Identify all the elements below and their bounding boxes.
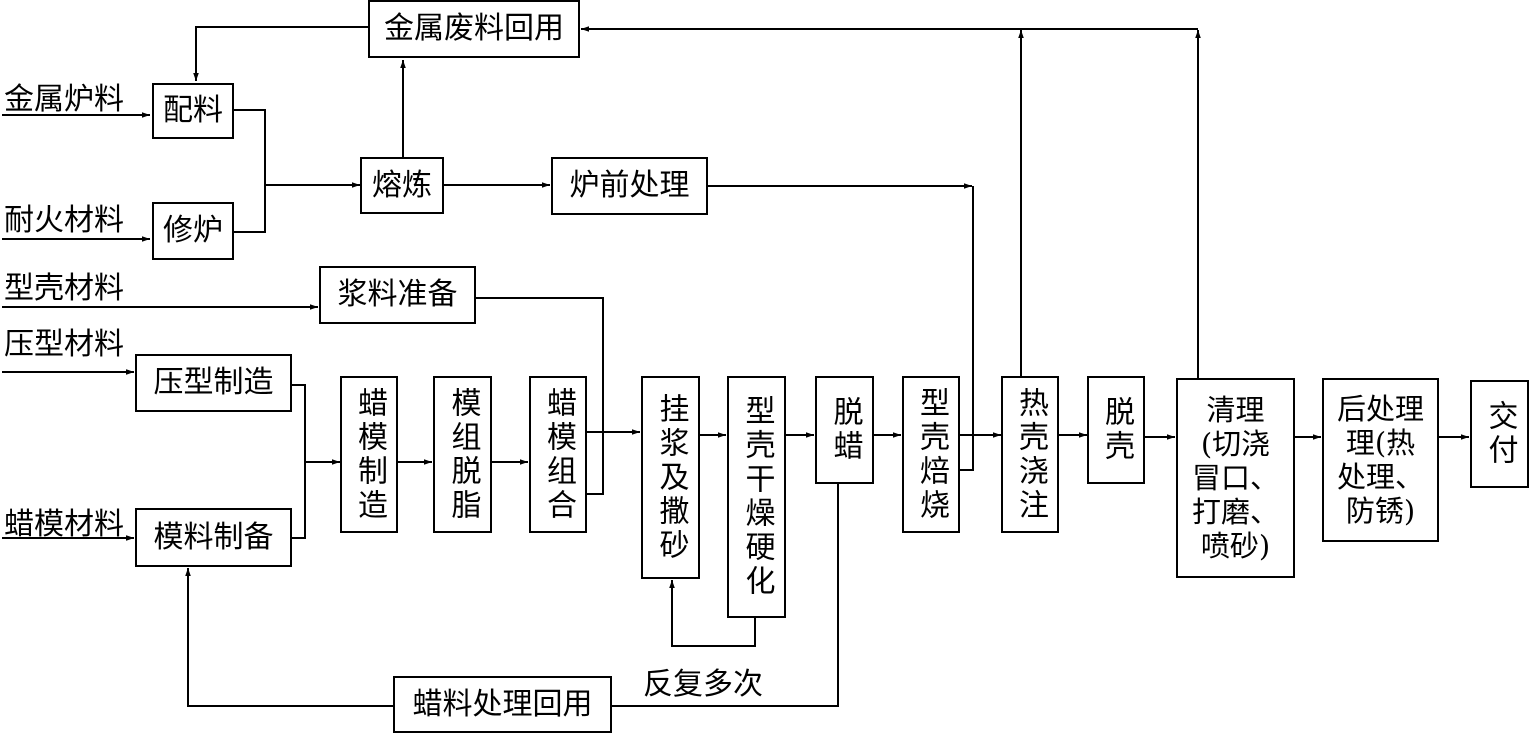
box-slurry-prep: 浆料准备 xyxy=(319,266,476,324)
box-post-treatment: 后处理 理(热 处理、 防锈) xyxy=(1322,378,1439,542)
box-furnace-repair: 修炉 xyxy=(152,202,234,260)
label-refractory: 耐火材料 xyxy=(4,203,124,238)
box-delivery: 交付 xyxy=(1470,380,1529,488)
box-shell-roasting: 型壳焙烧 xyxy=(902,376,960,533)
label-metal-charge: 金属炉料 xyxy=(4,82,124,117)
box-cleaning: 清理 (切浇 冒口、 打磨、 喷砂) xyxy=(1176,378,1295,578)
box-shell-drying-hardening: 型壳干燥硬化 xyxy=(727,376,786,618)
label-die-material: 压型材料 xyxy=(4,327,124,362)
box-die-making: 压型制造 xyxy=(135,354,292,412)
box-metal-scrap-reuse: 金属废料回用 xyxy=(368,0,580,58)
label-repeat: 反复多次 xyxy=(643,667,763,702)
arrow-scrap-to-batching xyxy=(193,26,368,81)
box-slurry-coating-sanding: 挂浆及撒砂 xyxy=(641,376,700,579)
label-shell-material: 型壳材料 xyxy=(4,271,124,306)
box-dewaxing: 脱蜡 xyxy=(815,376,874,484)
box-melting: 熔炼 xyxy=(360,157,444,214)
arrow-recovery-to-material xyxy=(185,568,393,707)
box-pre-furnace-treatment: 炉前处理 xyxy=(551,157,708,215)
label-wax-material: 蜡模材料 xyxy=(4,507,124,542)
box-shell-removal: 脱壳 xyxy=(1087,376,1145,484)
box-batching: 配料 xyxy=(152,83,234,139)
box-pattern-material-prep: 模料制备 xyxy=(135,508,292,567)
box-hot-shell-pouring: 热壳浇注 xyxy=(1001,376,1059,533)
box-cluster-degreasing: 模组脱脂 xyxy=(433,376,492,533)
line-slurry-to-coating xyxy=(476,297,604,495)
box-wax-recovery: 蜡料处理回用 xyxy=(393,676,612,733)
line-die-merge xyxy=(292,384,306,539)
line-batching-merge xyxy=(234,109,266,233)
arrow-repeat-loop xyxy=(669,580,756,647)
box-wax-pattern-making: 蜡模制造 xyxy=(340,376,398,533)
line-roasting-to-pouring xyxy=(960,186,974,471)
line-dewax-to-recovery xyxy=(612,484,839,707)
box-wax-pattern-assembly: 蜡模组合 xyxy=(529,376,587,533)
